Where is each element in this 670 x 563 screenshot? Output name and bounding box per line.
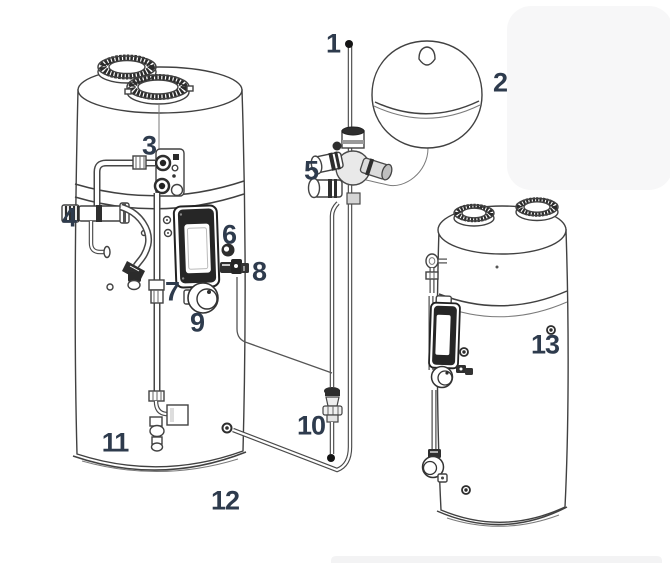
condensate-pipe	[148, 193, 189, 452]
mini-valve	[456, 365, 473, 375]
setting-knob	[221, 243, 235, 257]
inlet-hose	[93, 155, 155, 206]
drain-funnel-valve	[322, 387, 343, 423]
safety-relief-valve	[220, 259, 249, 274]
inlet-screw	[221, 422, 233, 434]
air-vent-rear	[97, 54, 157, 84]
plumbing-lines	[232, 40, 393, 473]
background-shapes	[331, 6, 670, 563]
thermostat-knob	[183, 282, 219, 314]
thermostat-knob-side	[430, 365, 454, 389]
body-screw-13	[546, 325, 556, 335]
lower-pipe-valve	[421, 390, 448, 483]
control-panel-display	[172, 204, 221, 289]
air-vent-front	[124, 74, 194, 105]
tank-base-rim	[436, 506, 568, 526]
drain-endpoint-dot	[327, 454, 335, 462]
faint-bottom-band	[331, 556, 662, 563]
relief-discharge-tube	[236, 277, 333, 374]
expansion-vessel	[365, 40, 483, 187]
right-tank	[421, 197, 569, 527]
tank-base-rim	[72, 451, 247, 471]
control-panel-display-side	[428, 295, 461, 370]
safety-valve-group	[307, 126, 393, 205]
air-vent-right	[515, 197, 559, 222]
air-vent-left	[453, 203, 495, 227]
faint-card	[507, 6, 670, 190]
vessel-connection-line	[365, 147, 429, 187]
vessel-top-valve	[418, 46, 436, 66]
flexible-braided-hose	[119, 203, 153, 291]
connection-bracket	[153, 148, 185, 197]
supply-endpoint-dot	[345, 40, 353, 48]
left-tank	[61, 54, 249, 473]
